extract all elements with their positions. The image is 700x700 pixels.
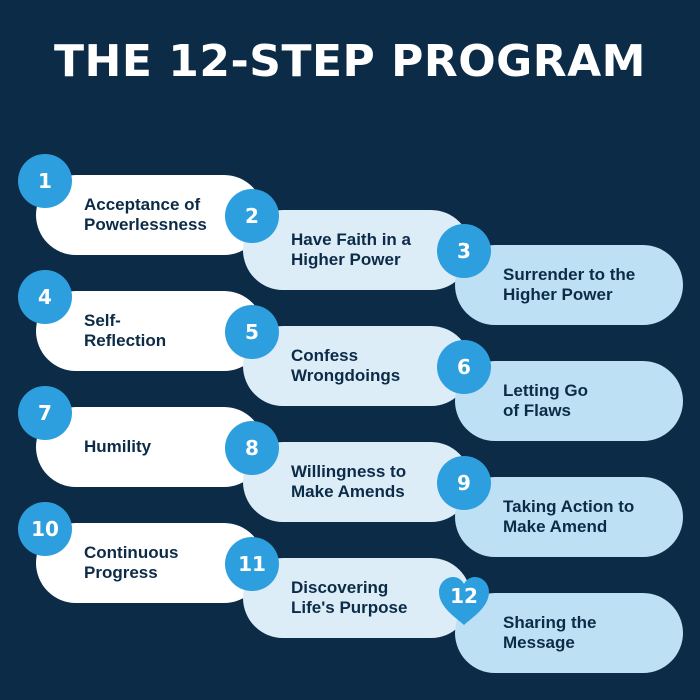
step-10-badge: 10 [18,502,72,556]
heart-icon [439,577,489,625]
step-5-badge: 5 [225,305,279,359]
step-1-badge: 1 [18,154,72,208]
step-4-badge: 4 [18,270,72,324]
step-6-badge: 6 [437,340,491,394]
step-9-badge: 9 [437,456,491,510]
step-8-badge: 8 [225,421,279,475]
page-title: THE 12-STEP PROGRAM [54,36,646,87]
step-7-card: Humility [36,407,264,487]
step-12-badge: 12 [436,574,492,630]
step-7-badge: 7 [18,386,72,440]
step-3-badge: 3 [437,224,491,278]
step-2-badge: 2 [225,189,279,243]
step-7-label: Humility [84,437,152,456]
step-12-number: 12 [450,584,478,608]
step-11-badge: 11 [225,537,279,591]
step-4-label: Self-Reflection [84,311,167,350]
